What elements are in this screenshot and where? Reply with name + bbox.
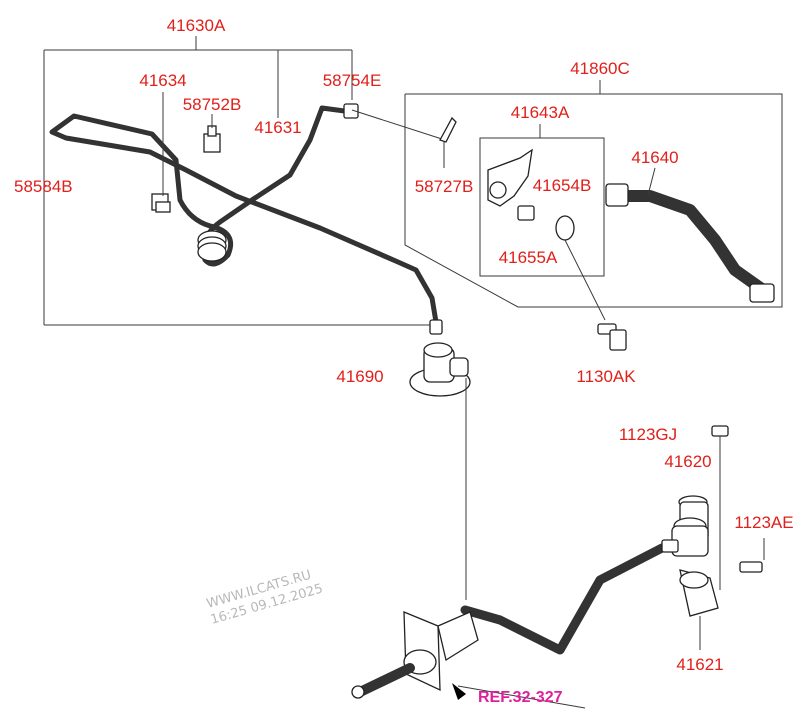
release-cylinder [351, 611, 586, 709]
label-58584B: 58584B [14, 177, 73, 196]
bracket-41643A [487, 148, 606, 321]
label-41654B: 41654B [533, 176, 592, 195]
master-cylinder-41620 [661, 495, 709, 557]
label-58727B: 58727B [415, 177, 474, 196]
label-41643A: 41643A [511, 103, 570, 122]
label-58752B: 58752B [183, 95, 242, 114]
label-41655A: 41655A [499, 248, 558, 267]
label-41631: 41631 [254, 118, 301, 137]
clutch-line-lower [460, 543, 667, 655]
label-41860C: 41860C [570, 59, 630, 78]
clutch-tube-41631 [49, 103, 443, 335]
group-bracket-41630A [43, 36, 437, 326]
label-1123AE: 1123AE [734, 513, 793, 532]
label-41634: 41634 [139, 71, 186, 90]
clip-58727B [439, 116, 457, 168]
bolt-1130AK [597, 323, 627, 351]
label-41620: 41620 [664, 452, 711, 471]
bolt-1123GJ [711, 425, 729, 590]
clip-41634 [151, 92, 171, 213]
group-bracket-41860C [404, 80, 783, 308]
label-41621: 41621 [676, 655, 723, 674]
label-41690: 41690 [336, 367, 383, 386]
bolt-1123AE [739, 538, 765, 573]
hose-41640 [605, 167, 775, 303]
label-41640: 41640 [631, 148, 678, 167]
group-bracket-41643A [479, 124, 605, 277]
leader-58727B [351, 109, 446, 141]
fitting-41690 [409, 342, 471, 600]
label-1123GJ: 1123GJ [619, 425, 677, 444]
ref-label[interactable]: REF.32-327 [478, 689, 563, 706]
clip-58752B [203, 114, 221, 153]
ref-arrow-icon [452, 683, 466, 700]
label-58754E: 58754E [323, 71, 382, 90]
label-1130AK: 1130AK [576, 367, 636, 386]
label-41630A: 41630A [167, 16, 226, 35]
master-cylinder-body-41621 [679, 569, 719, 650]
